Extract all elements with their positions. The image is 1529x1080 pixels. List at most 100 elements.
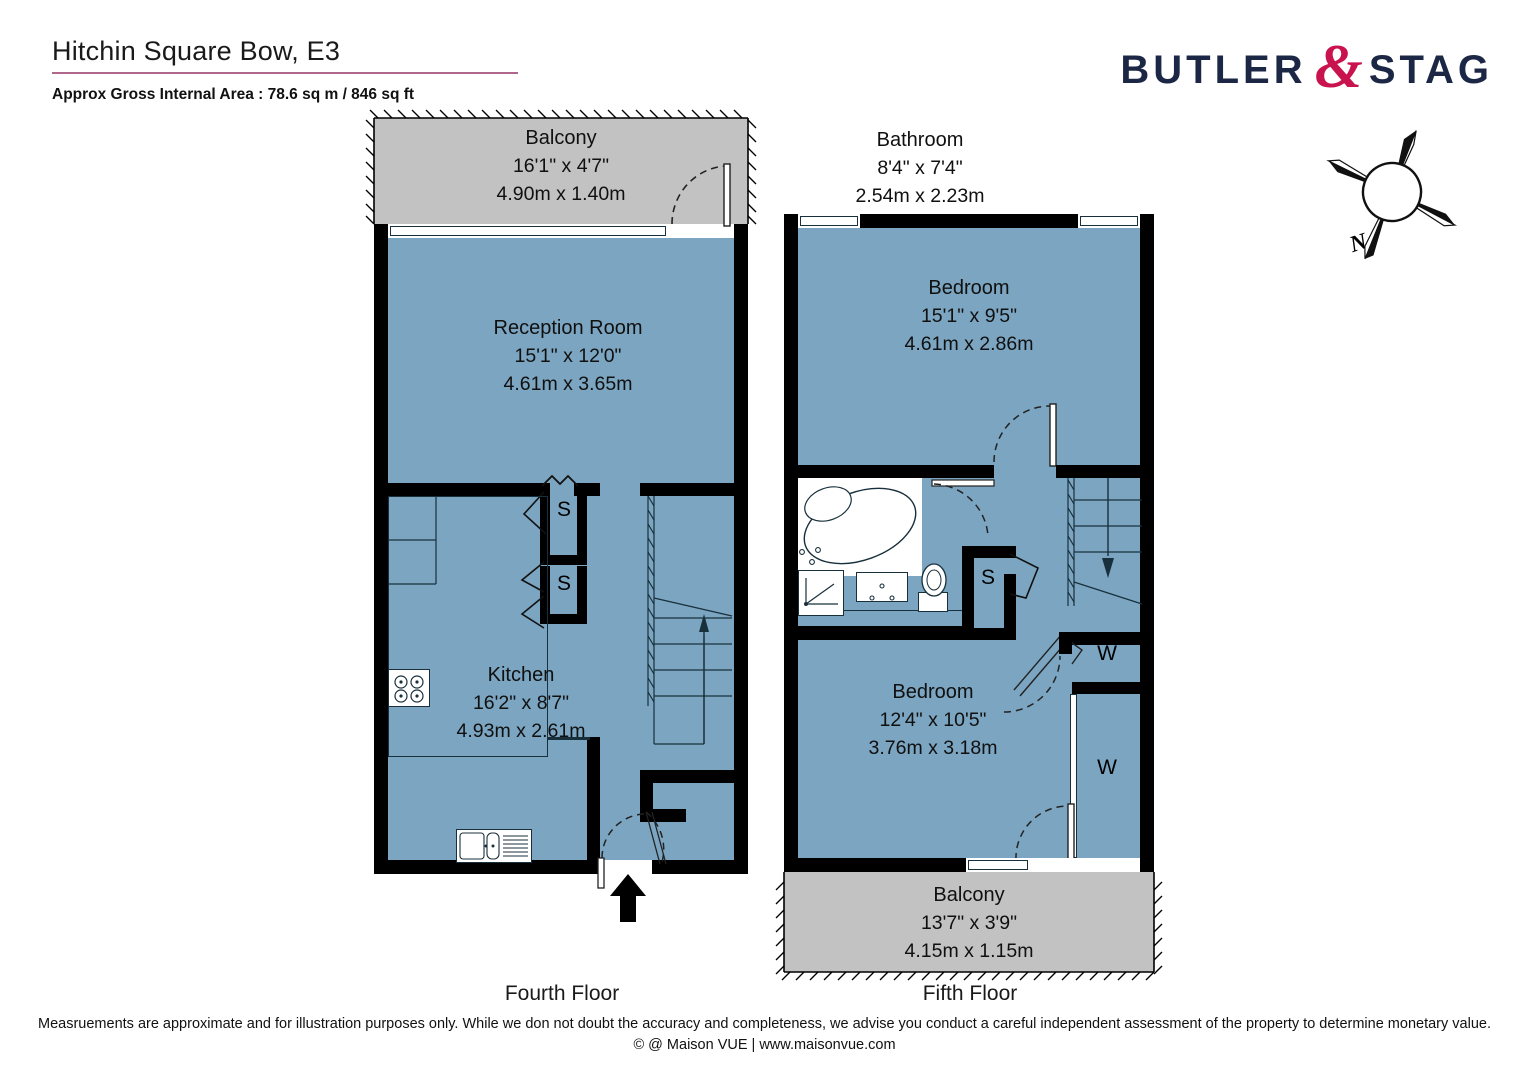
logo-word-butler: BUTLER — [1120, 48, 1307, 92]
bathroom-door-swing — [931, 479, 995, 537]
floor-label-fourth: Fourth Floor — [504, 982, 620, 1005]
room-label-kitchen: Kitchen 16'2" x 8'7" 4.93m x 2.61m — [406, 661, 636, 745]
staircase-fifth-icon — [1067, 478, 1143, 606]
washbasin — [856, 572, 908, 602]
room-dims-metric: 4.90m x 1.40m — [496, 183, 626, 205]
title-underline — [52, 72, 518, 74]
wall-bottom-fourth — [374, 860, 748, 874]
wardrobe-label-1: W — [1097, 642, 1117, 665]
sliding-door-frame — [390, 226, 666, 236]
room-label-reception: Reception Room 15'1" x 12'0" 4.61m x 3.6… — [418, 314, 718, 398]
wardrobe-label-2: W — [1097, 756, 1117, 779]
storage1-door-swing — [541, 474, 579, 487]
room-name: Bedroom — [892, 681, 974, 703]
balcony-hatch-fifth — [775, 872, 1163, 981]
storage-fifth-door-swing — [1009, 553, 1040, 599]
footer-disclaimer: Measruements are approximate and for ill… — [38, 1016, 1491, 1032]
staircase-icon — [647, 495, 733, 745]
basin-taps-icon — [869, 583, 895, 601]
room-label-bedroom1: Bedroom 15'1" x 9'5" 4.61m x 2.86m — [834, 274, 1104, 358]
toilet-icon — [921, 563, 947, 597]
footer-copyright: © @ Maison VUE | www.maisonvue.com — [633, 1037, 896, 1053]
entrance-opening — [600, 860, 652, 874]
bedroom1-door-swing — [993, 403, 1057, 467]
room-dims-imperial: 15'1" x 12'0" — [514, 345, 622, 367]
room-name: Bathroom — [876, 129, 964, 151]
storage2-right-wall — [577, 566, 587, 624]
bedroom2-right-partition — [1059, 632, 1072, 654]
brand-logo: BUTLER & STAG — [1120, 36, 1493, 100]
footer: Measruements are approximate and for ill… — [0, 1014, 1529, 1056]
floor-label-fifth: Fifth Floor — [922, 982, 1018, 1005]
storage-label-2: S — [556, 572, 571, 595]
storage-fifth-left-wall — [962, 546, 974, 640]
wardrobe1-bottom-wall — [1072, 682, 1140, 694]
storage-fifth-bottom-wall — [962, 628, 1016, 640]
entrance-arrow-icon — [610, 874, 646, 922]
partition-bedroom1-right — [1056, 465, 1140, 478]
room-name: Bedroom — [928, 277, 1010, 299]
wall-right-fifth — [1140, 214, 1154, 872]
room-dims-imperial: 8'4" x 7'4" — [877, 157, 963, 179]
room-label-bedroom2: Bedroom 12'4" x 10'5" 3.76m x 3.18m — [818, 678, 1048, 762]
balcony-door-opening — [670, 224, 734, 238]
storage-door-swing-upper — [522, 491, 547, 535]
window-frame-left — [800, 216, 858, 226]
kitchen-counter-outline — [388, 496, 548, 757]
hob-burners-icon — [394, 675, 424, 703]
sink-detail-icon — [459, 832, 528, 860]
stair-landing-wall-fifth — [1064, 632, 1140, 645]
balcony-door-swing — [671, 163, 731, 227]
kitchen-counter-lines — [389, 497, 437, 585]
room-dims-imperial: 12'4" x 10'5" — [879, 709, 987, 731]
gross-internal-area-label: Approx Gross Internal Area : 78.6 sq m /… — [52, 86, 415, 103]
room-name: Kitchen — [487, 664, 555, 686]
storage1-left-wall — [540, 483, 550, 563]
room-dims-metric: 3.76m x 3.18m — [868, 737, 998, 759]
room-dims-imperial: 16'1" x 4'7" — [512, 155, 610, 177]
bathroom-ledge — [838, 610, 968, 616]
compass-rose: N — [1326, 130, 1468, 274]
partition-reception-kitchen — [388, 483, 544, 496]
room-dims-imperial: 15'1" x 9'5" — [920, 305, 1018, 327]
balcony-area-fifth — [784, 872, 1154, 972]
room-name: Balcony — [933, 884, 1005, 906]
storage-fifth-top-wall — [962, 546, 1016, 558]
partition-bedroom1-hall — [798, 465, 994, 478]
floor-plan-fifth: Bathroom 8'4" x 7'4" 2.54m x 2.23m Bedro… — [775, 126, 1163, 1005]
storage-label-fifth: S — [980, 566, 995, 589]
bedroom2-balcony-opening — [1030, 858, 1140, 872]
compass-icon — [1326, 130, 1458, 260]
wall-top-fifth — [784, 214, 1154, 228]
room-dims-metric: 4.61m x 3.65m — [503, 373, 633, 395]
room-dims-metric: 4.61m x 2.86m — [904, 333, 1034, 355]
stair-wall-bottom — [640, 770, 734, 783]
window-frame-bedroom2 — [968, 860, 1028, 870]
balcony-hatch-fourth — [365, 109, 757, 225]
kitchen-hob — [388, 669, 430, 707]
logo-ampersand: & — [1314, 33, 1363, 101]
wall-right-fourth — [734, 224, 748, 874]
room-name: Reception Room — [493, 317, 643, 339]
room-dims-imperial: 13'7" x 3'9" — [920, 912, 1018, 934]
room-dims-imperial: 16'2" x 8'7" — [472, 692, 570, 714]
room-dims-metric: 2.54m x 2.23m — [855, 185, 985, 207]
corner-bath-icon — [799, 486, 917, 565]
storage-fifth-right-wall — [1004, 574, 1016, 640]
storage2-bottom-wall — [540, 614, 587, 624]
storage2-door-swing — [520, 561, 545, 629]
room-label-balcony-fifth: Balcony 13'7" x 3'9" 4.15m x 1.15m — [784, 881, 1154, 965]
storage2-left-wall — [540, 566, 550, 624]
balcony-area-fourth — [374, 118, 748, 224]
stair-wall-top — [640, 483, 734, 496]
room-label-bathroom: Bathroom 8'4" x 7'4" 2.54m x 2.23m — [790, 126, 1050, 210]
storage-label-1: S — [556, 498, 571, 521]
storage1-right-wall — [577, 483, 587, 563]
window-frame-right — [1080, 216, 1138, 226]
wall-left-fifth — [784, 214, 798, 872]
room-dims-metric: 4.93m x 2.61m — [456, 720, 586, 742]
partition-bathroom-bedroom2 — [798, 626, 962, 640]
logo-word-stag: STAG — [1368, 48, 1493, 92]
room-name: Balcony — [525, 127, 597, 149]
room-label-balcony-fourth: Balcony 16'1" x 4'7" 4.90m x 1.40m — [374, 124, 748, 208]
